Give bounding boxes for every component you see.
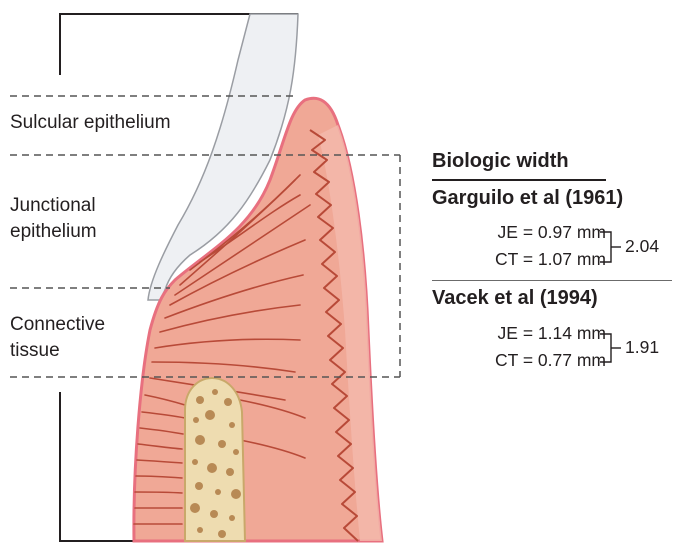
label-connective-tissue: Connective tissue — [10, 312, 105, 364]
study-2-ct: CT = 0.77 mm — [432, 349, 606, 371]
panel-title: Biologic width — [432, 150, 569, 173]
label-junctional-line-1: Junctional — [10, 193, 97, 219]
title-underline — [432, 179, 606, 181]
study-separator — [432, 280, 672, 281]
study-1-je: JE = 0.97 mm — [432, 221, 606, 243]
study-2-je: JE = 1.14 mm — [432, 322, 606, 344]
study-2-name: Vacek et al (1994) — [432, 287, 598, 310]
label-sulcular-epithelium: Sulcular epithelium — [10, 110, 171, 136]
study-1-ct: CT = 1.07 mm — [432, 248, 606, 270]
study-2-total: 1.91 — [625, 337, 659, 358]
tooth-outline-bracket-lower — [60, 392, 134, 541]
label-junctional-line-2: epithelium — [10, 219, 97, 245]
study-1-name: Garguilo et al (1961) — [432, 187, 623, 210]
label-connective-line-2: tissue — [10, 338, 105, 364]
label-connective-line-1: Connective — [10, 312, 105, 338]
study-1-total: 2.04 — [625, 236, 659, 257]
label-junctional-epithelium: Junctional epithelium — [10, 193, 97, 245]
